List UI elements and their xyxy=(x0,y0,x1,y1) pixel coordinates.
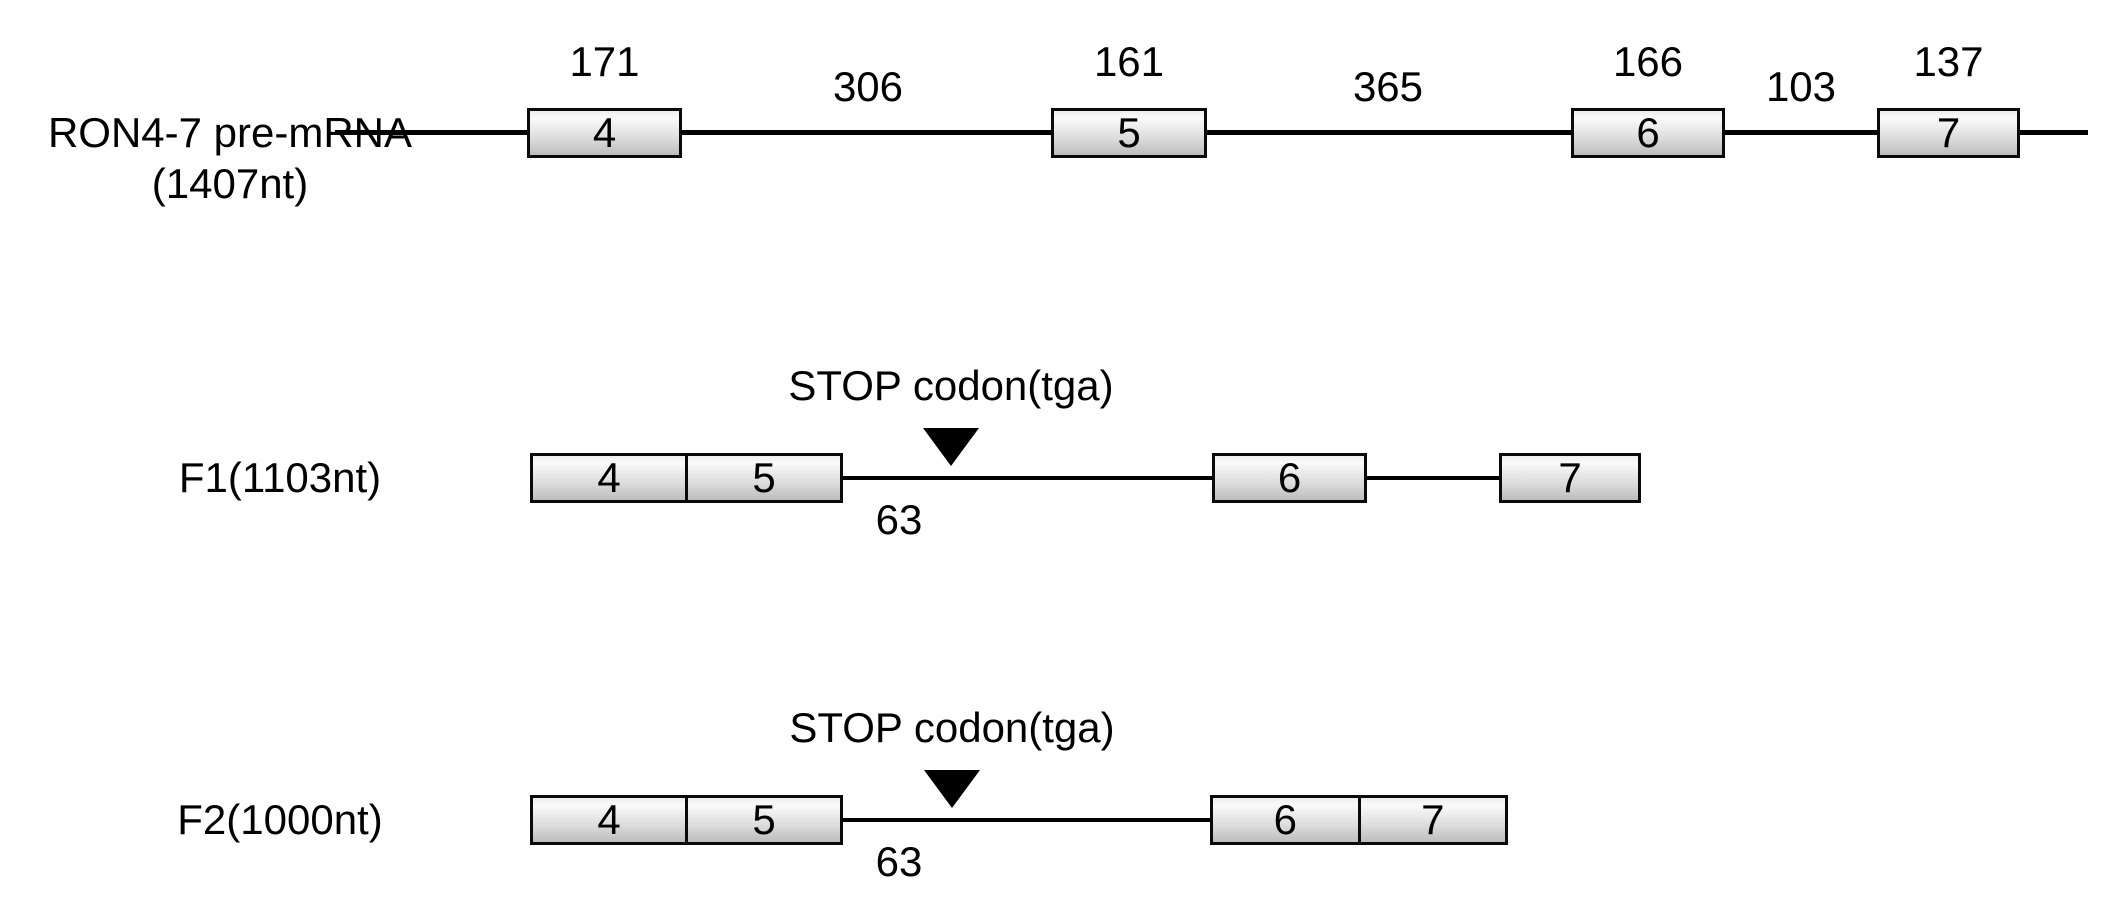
f1-exon7-number: 7 xyxy=(1558,454,1582,501)
exon6-length-label: 166 xyxy=(1612,38,1684,85)
f2-label: F2(1000nt) xyxy=(177,796,383,843)
f1-retained-intron-length-label: 63 xyxy=(875,496,923,543)
f1-exon7-box: 7 xyxy=(1499,453,1641,503)
intron4-5-length-label: 306 xyxy=(832,63,904,110)
premrna-backbone-line xyxy=(335,130,2088,135)
f2-stop-codon-annotation: STOP codon(tga) xyxy=(789,704,1115,751)
intron6-7-length-label: 103 xyxy=(1765,63,1837,110)
f2-exon6-7-box: 6 7 xyxy=(1210,795,1508,845)
intron5-6-length-label: 365 xyxy=(1352,63,1424,110)
f2-exon6-cell: 6 xyxy=(1213,796,1361,843)
exon5-number: 5 xyxy=(1117,109,1141,156)
f1-stop-codon-annotation: STOP codon(tga) xyxy=(788,362,1114,409)
f2-exon4-5-box: 4 5 xyxy=(530,795,843,845)
f1-exon5-cell: 5 xyxy=(752,454,776,501)
f1-stop-marker-icon xyxy=(923,428,979,466)
f1-exon4-5-box: 4 5 xyxy=(530,453,843,503)
f1-exon6-number: 6 xyxy=(1277,454,1302,501)
f2-stop-marker-icon xyxy=(924,770,980,808)
exon4-length-label: 171 xyxy=(569,38,640,85)
exon6-number: 6 xyxy=(1636,109,1660,156)
f1-exon4-cell: 4 xyxy=(533,454,688,501)
premrna-label-line2: (1407nt) xyxy=(151,160,309,207)
premrna-exon5-box: 5 xyxy=(1051,108,1207,158)
f2-exon7-cell: 7 xyxy=(1421,796,1445,843)
exon7-number: 7 xyxy=(1936,109,1961,156)
premrna-exon7-box: 7 xyxy=(1877,108,2020,158)
premrna-exon4-box: 4 xyxy=(527,108,682,158)
premrna-exon6-box: 6 xyxy=(1571,108,1725,158)
f1-label: F1(1103nt) xyxy=(178,454,382,501)
exon4-number: 4 xyxy=(592,109,617,156)
exon7-length-label: 137 xyxy=(1913,38,1984,85)
f2-exon5-cell: 5 xyxy=(752,796,776,843)
f2-exon4-cell: 4 xyxy=(533,796,688,843)
f2-intron-line xyxy=(843,818,1210,822)
f1-exon6-box: 6 xyxy=(1212,453,1367,503)
f2-retained-intron-length-label: 63 xyxy=(875,838,923,885)
exon5-length-label: 161 xyxy=(1093,38,1165,85)
